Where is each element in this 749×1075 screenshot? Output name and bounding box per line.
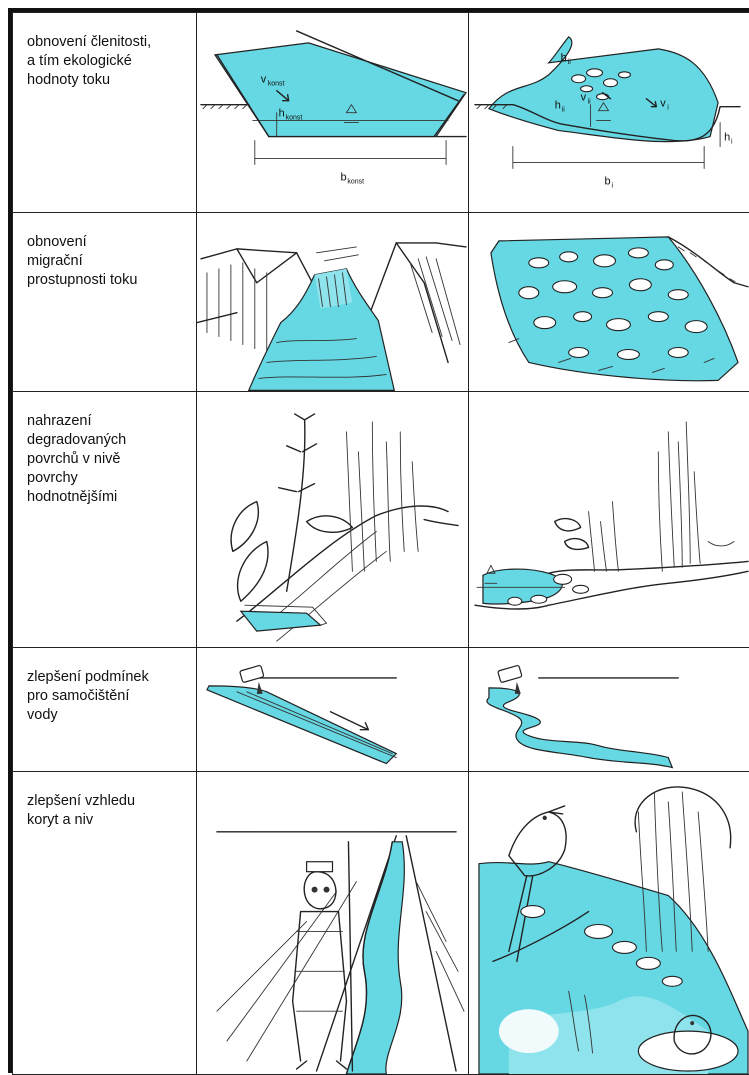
straight-polluted-channel-sketch [197,648,468,772]
row-3-before-cell [197,391,469,647]
width-ii-subscript: ii [568,59,572,66]
table-row: zlepšení vzhledu koryt a niv [13,772,749,1075]
table-row: nahrazení degradovaných povrchů v nivě p… [13,391,749,647]
concrete-weir-sketch [197,213,468,390]
row-5-before-cell [197,772,469,1075]
row-5-after-cell [469,772,749,1075]
rock-ramp-fish-pass-sketch [469,213,749,390]
meandering-channel-sketch [469,648,749,772]
velocity-subscript: konst [268,81,285,88]
concrete-channel-with-gas-mask-figure-sketch [197,772,468,1074]
depth-label: h [279,108,285,120]
velocity-i-label: v [660,98,666,110]
velocity-ii-label: v [581,92,587,104]
depth-i-subscript: i [731,139,733,146]
row-5-label-cell: zlepšení vzhledu koryt a niv [13,772,197,1075]
table-row: zlepšení podmínek pro samočištění vody [13,647,749,772]
width-label: b [340,171,346,183]
width-subscript: konst [347,178,364,185]
row-1-label-cell: obnovení členitosti, a tím ekologické ho… [13,13,197,213]
row-3-label-cell: nahrazení degradovaných povrchů v nivě p… [13,391,197,647]
table-row: obnovení migrační prostupnosti toku [13,213,749,391]
depth-ii-subscript: ii [562,107,566,114]
restored-wetland-sketch [469,392,749,647]
row-4-before-cell [197,647,469,772]
row-4-label: zlepšení podmínek pro samočištění vody [13,648,196,725]
row-2-label-cell: obnovení migrační prostupnosti toku [13,213,197,391]
width-i-label: b [605,175,611,187]
row-3-label: nahrazení degradovaných povrchů v nivě p… [13,392,196,507]
uniform-channel-cross-section-sketch: v konst h konst b konst [197,13,468,212]
degraded-floodplain-sketch [197,392,468,647]
varied-channel-cross-section-sketch: b ii h ii v ii v i h i b i [469,13,749,212]
depth-i-label: h [724,132,730,144]
velocity-label: v [261,74,267,86]
velocity-ii-subscript: ii [588,99,592,106]
row-5-label: zlepšení vzhledu koryt a niv [13,772,196,830]
comparison-table: obnovení členitosti, a tím ekologické ho… [12,12,749,1075]
width-i-subscript: i [611,182,613,189]
depth-ii-label: h [555,100,561,112]
row-1-label: obnovení členitosti, a tím ekologické ho… [13,13,196,90]
row-2-after-cell [469,213,749,391]
row-1-after-cell: b ii h ii v ii v i h i b i [469,13,749,213]
row-1-before-cell: v konst h konst b konst [197,13,469,213]
row-4-label-cell: zlepšení podmínek pro samočištění vody [13,647,197,772]
comparison-table-frame: obnovení členitosti, a tím ekologické ho… [8,8,749,1073]
row-2-before-cell [197,213,469,391]
row-4-after-cell [469,647,749,772]
row-3-after-cell [469,391,749,647]
natural-stream-with-kingfisher-sketch [469,772,749,1074]
row-2-label: obnovení migrační prostupnosti toku [13,213,196,290]
table-row: obnovení členitosti, a tím ekologické ho… [13,13,749,213]
width-ii-label: b [561,52,567,64]
depth-subscript: konst [286,115,303,122]
